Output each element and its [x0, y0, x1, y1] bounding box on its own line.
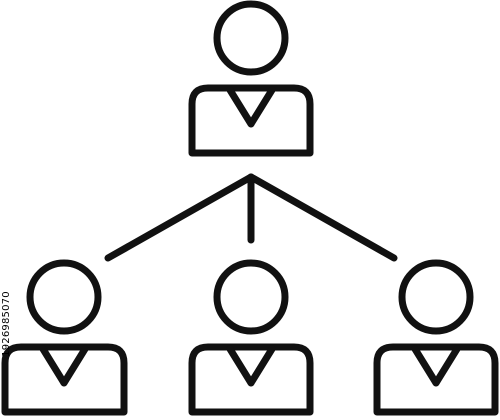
connector-right [247, 173, 398, 262]
center-head-icon [213, 259, 289, 335]
subordinate-center-person-icon [188, 259, 314, 416]
manager-body-icon [188, 84, 314, 157]
manager-person-icon [188, 0, 314, 157]
left-head-icon [26, 259, 102, 335]
manager-head-icon [213, 0, 289, 76]
watermark-id-text: 1926985070 [1, 291, 12, 357]
left-collar-icon [39, 345, 89, 387]
left-body-icon [1, 343, 128, 416]
right-collar-icon [411, 345, 461, 387]
connector-left [104, 173, 255, 262]
subordinate-right-person-icon [373, 259, 499, 416]
center-body-icon [188, 343, 314, 416]
hierarchy-connector-lines [104, 173, 398, 262]
manager-collar-icon [226, 86, 276, 128]
right-head-icon [398, 259, 474, 335]
right-body-icon [373, 343, 499, 416]
subordinate-left-person-icon [1, 259, 128, 416]
center-collar-icon [226, 345, 276, 387]
